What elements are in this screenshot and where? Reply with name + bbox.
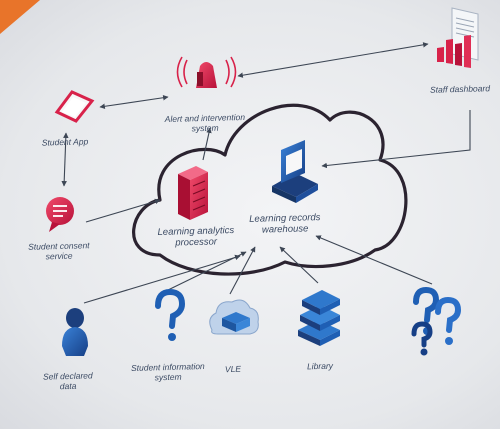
- student-app-label: Student App: [41, 136, 89, 148]
- arrow-app-alert: [99, 94, 169, 110]
- student-info-question-icon: [155, 288, 186, 341]
- records-warehouse-icon: [272, 140, 318, 203]
- alert-bell-icon: [176, 56, 237, 88]
- cloud-outline: [132, 103, 408, 276]
- student-consent-icon: [46, 197, 74, 232]
- arrow-studentinfo-warehouse: [167, 251, 247, 291]
- analytics-server-icon: [178, 166, 208, 220]
- arrow-vle-warehouse: [229, 246, 256, 295]
- staff-dashboard-label: Staff dashboard: [429, 83, 491, 95]
- self-declared-label: Self declared data: [42, 370, 93, 392]
- arrow-app-consent: [61, 132, 69, 187]
- arrow-alert-dashboard: [237, 42, 429, 78]
- arrow-consent-analytics: [85, 198, 161, 223]
- arrow-dashboard-warehouse: [321, 110, 471, 169]
- unknown-sources-icon: [411, 286, 462, 356]
- arrow-analytics-alert: [202, 127, 212, 161]
- arrow-selfdeclared-warehouse: [83, 254, 241, 304]
- alert-system-label: Alert and intervention system: [164, 111, 246, 134]
- student-consent-label: Student consent service: [28, 240, 90, 262]
- vle-label: VLE: [224, 363, 242, 375]
- self-declared-person-icon: [62, 308, 88, 356]
- orange-corner-mark: [0, 0, 40, 34]
- student-app-icon: [54, 90, 95, 123]
- library-label: Library: [306, 360, 334, 372]
- staff-dashboard-icon: [437, 7, 479, 68]
- records-warehouse-label: Learning records warehouse: [249, 212, 321, 236]
- student-info-label: Student information system: [130, 361, 205, 383]
- arrow-unknown-warehouse: [315, 235, 433, 285]
- library-books-icon: [298, 290, 340, 346]
- arrow-library-warehouse: [279, 246, 319, 284]
- vle-cloud-icon: [209, 299, 259, 335]
